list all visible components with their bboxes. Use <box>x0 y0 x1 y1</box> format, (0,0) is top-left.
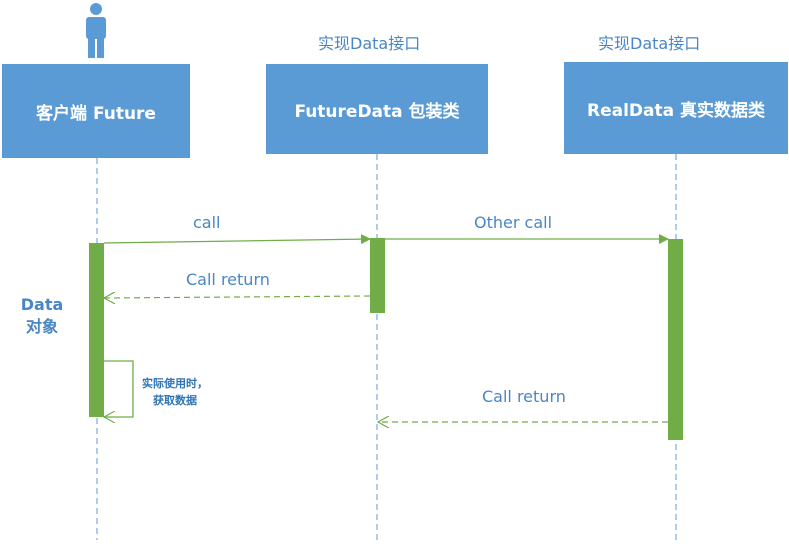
self-call-arrow <box>104 360 134 417</box>
message-other-call-label: Other call <box>474 213 553 232</box>
message-call-return-2-label: Call return <box>482 387 566 406</box>
activation-realdata <box>668 239 683 440</box>
message-call-label: call <box>193 213 221 232</box>
activation-client <box>89 243 104 417</box>
self-call-note-line1: 实际使用时， <box>142 377 208 390</box>
stereotype-realdata: 实现Data接口 <box>598 34 701 53</box>
message-call-return-1-label: Call return <box>186 270 270 289</box>
participant-client-label: 客户端 Future <box>36 103 156 124</box>
self-call-note: 实际使用时， 获取数据 <box>130 375 220 409</box>
data-object-line1: Data <box>20 295 64 314</box>
data-object-line2: 对象 <box>25 317 58 336</box>
participant-realdata: RealData 真实数据类 <box>564 62 788 154</box>
self-call-note-line2: 获取数据 <box>153 394 197 407</box>
message-call-return-1-arrow <box>104 296 371 298</box>
actor-icon <box>86 3 106 58</box>
message-call-arrow <box>103 234 371 245</box>
participant-futuredata: FutureData 包装类 <box>266 64 488 154</box>
stereotype-futuredata: 实现Data接口 <box>318 34 421 53</box>
participant-realdata-label: RealData 真实数据类 <box>586 100 766 121</box>
data-object-label: Data 对象 <box>12 294 72 338</box>
participant-client-future: 客户端 Future <box>2 64 190 158</box>
activation-futuredata <box>370 238 385 313</box>
participant-futuredata-label: FutureData 包装类 <box>294 101 460 122</box>
